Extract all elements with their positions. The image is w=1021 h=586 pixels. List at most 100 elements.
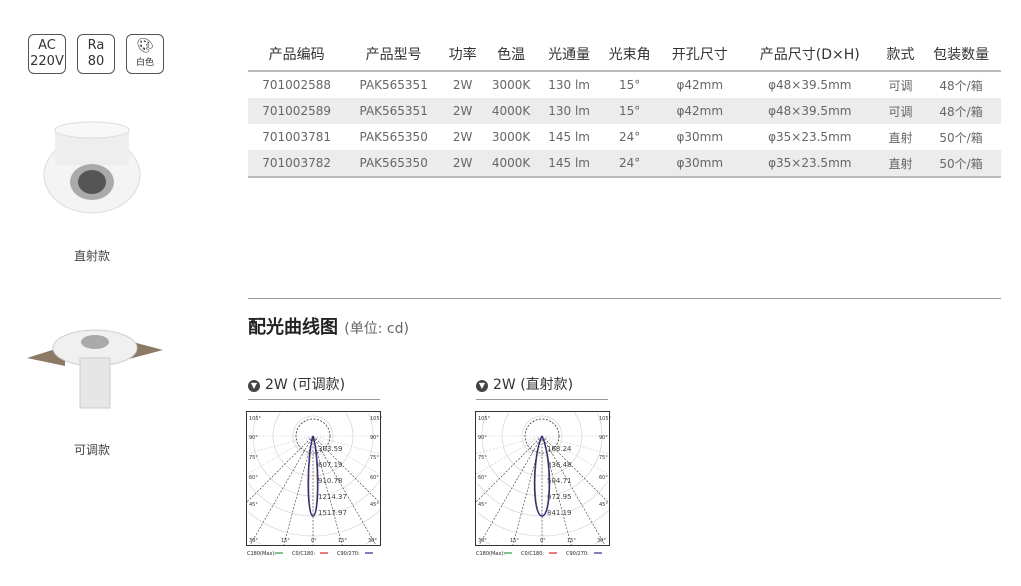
table-cell: 可调 — [888, 78, 913, 93]
column-header: 光束角 — [599, 38, 660, 72]
angle-label: 30° — [478, 538, 487, 544]
spec-table: 产品编码产品型号功率色温光通量光束角开孔尺寸产品尺寸(D×H)款式包装数量 70… — [248, 38, 1001, 178]
chevron-down-icon: ▼ — [248, 380, 260, 392]
section-title: 配光曲线图 (单位: cd) — [248, 313, 409, 339]
column-header: 产品尺寸(D×H) — [739, 38, 880, 72]
angle-label: 15° — [567, 538, 576, 544]
ring-value-label: 336.48 — [547, 461, 572, 469]
adjustable-downlight-image — [27, 329, 163, 409]
table-cell: φ48×39.5mm — [768, 78, 852, 92]
palette-icon: 🎨︎ — [136, 38, 154, 54]
radial-line — [475, 435, 543, 454]
grid — [246, 412, 381, 546]
polar-chart-fixed: 168.24336.48504.71672.95841.19105°105°90… — [475, 411, 611, 557]
angle-label: 60° — [370, 475, 379, 481]
legend-label: C180(Max): — [247, 551, 276, 557]
radial-line — [246, 435, 314, 475]
angle-label: 15° — [281, 538, 290, 544]
column-header: 功率 — [442, 38, 484, 72]
angle-label: 0° — [311, 538, 317, 544]
badge-label: AC — [38, 38, 56, 53]
center-circle — [524, 418, 560, 454]
radial-line — [246, 435, 314, 503]
table-cell: 130 lm — [538, 98, 600, 124]
column-header: 产品型号 — [345, 38, 443, 72]
grid-ring — [345, 412, 354, 436]
table-cell: 15° — [599, 98, 660, 124]
table-cell: 24° — [599, 150, 660, 178]
badge-value: 220V — [30, 54, 64, 69]
table-cell: 24° — [619, 130, 641, 144]
angle-label: 75° — [370, 455, 379, 461]
fixed-downlight-image — [43, 121, 141, 214]
grid-ring — [478, 537, 490, 545]
legend-label: C90/270: — [337, 551, 360, 557]
table-cell: φ48×39.5mm — [739, 98, 880, 124]
angle-label: 15° — [338, 538, 347, 544]
grid-ring — [477, 510, 610, 537]
legend-label: C180(Max): — [476, 551, 505, 557]
table-cell: 2W — [442, 98, 484, 124]
angle-label: 45° — [478, 502, 487, 508]
table-cell: φ35×23.5mm — [768, 130, 852, 144]
radial-line — [312, 435, 381, 455]
ring-value-label: 910.78 — [318, 477, 343, 485]
table-cell: 701002589 — [248, 98, 346, 124]
column-header: 包装数量 — [921, 38, 1001, 72]
radial-line — [246, 435, 314, 454]
grid — [475, 412, 610, 546]
radial-line — [312, 435, 381, 475]
ring-value-label: 504.71 — [547, 477, 572, 485]
chevron-down-icon: ▼ — [476, 380, 488, 392]
table-cell: 701003781 — [262, 130, 331, 144]
table-cell: 50个/箱 — [921, 150, 1001, 178]
angle-label: 90° — [599, 435, 608, 441]
color-badge: 🎨︎白色 — [126, 34, 164, 74]
curve-2 — [307, 435, 319, 517]
angle-label: 15° — [510, 538, 519, 544]
grid-ring — [597, 413, 603, 436]
badge-value: 80 — [87, 54, 105, 69]
ring-value-label: 303.59 — [318, 445, 343, 453]
radial-line — [541, 435, 610, 475]
angle-label: 45° — [249, 502, 258, 508]
angle-label: 105° — [370, 416, 382, 422]
chart-frame — [246, 411, 381, 546]
angle-label: 60° — [599, 475, 608, 481]
table-cell: 48个/箱 — [939, 78, 983, 93]
column-header: 光通量 — [538, 38, 600, 72]
angle-label: 45° — [370, 502, 379, 508]
legend-label: C0/C180: — [292, 551, 315, 557]
grid-ring — [292, 415, 334, 457]
table-cell: φ42mm — [676, 78, 724, 92]
ring-value-label: 607.19 — [318, 461, 343, 469]
table-cell: 可调 — [879, 98, 922, 124]
heading-text: 2W (直射款) — [493, 377, 574, 393]
table-cell: 3000K — [491, 78, 531, 92]
table-cell: PAK565350 — [359, 130, 428, 144]
column-header: 款式 — [879, 38, 922, 72]
grid-ring — [574, 412, 583, 436]
radial-line — [283, 435, 314, 546]
angle-label: 105° — [478, 416, 491, 422]
grid-ring — [365, 537, 377, 545]
table-cell: 2W — [452, 78, 473, 92]
table-cell: φ30mm — [676, 130, 724, 144]
table-cell: 48个/箱 — [921, 98, 1001, 124]
ring-value-label: 1517.97 — [318, 509, 347, 517]
radial-line — [541, 435, 610, 455]
grid-ring — [252, 413, 374, 497]
table-cell: φ42mm — [659, 98, 740, 124]
table-cell: φ30mm — [659, 150, 740, 178]
column-header: 色温 — [483, 38, 539, 72]
badge-label: Ra — [87, 38, 105, 53]
ring-value-label: 1214.37 — [318, 493, 347, 501]
radial-line — [475, 435, 543, 503]
angle-label: 30° — [597, 538, 606, 544]
table-cell: 2W — [442, 150, 484, 178]
table-cell: 145 lm — [538, 150, 600, 178]
radial-line — [312, 435, 381, 504]
